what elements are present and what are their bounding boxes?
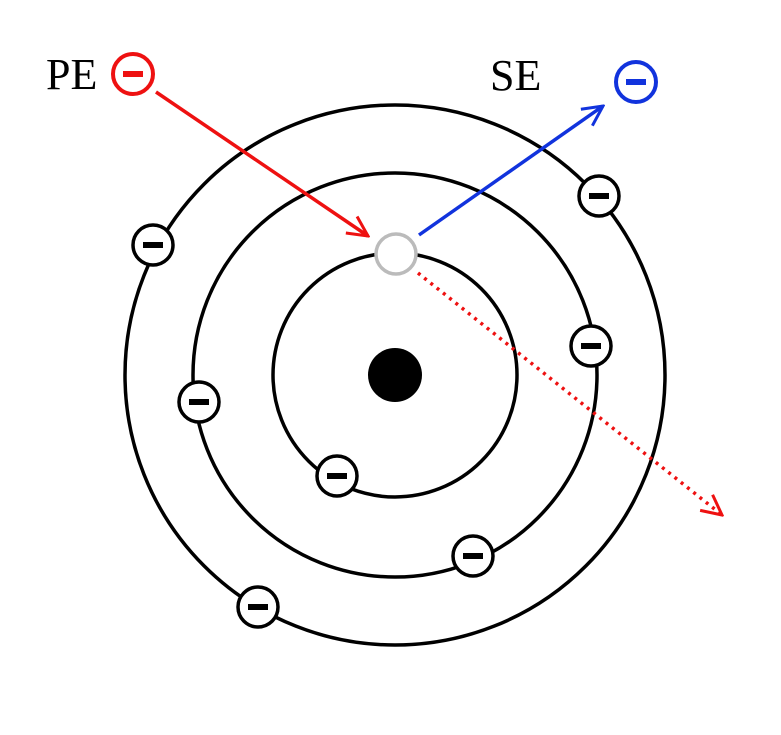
shell-outer bbox=[123, 103, 667, 647]
electron-icon bbox=[315, 454, 359, 498]
primary-electron-scattered-arrow bbox=[416, 271, 722, 515]
primary-electron-icon bbox=[111, 52, 155, 96]
secondary-electron-label: SE bbox=[490, 51, 541, 100]
electron-icon bbox=[131, 223, 175, 267]
primary-electron-label: PE bbox=[46, 50, 97, 99]
nucleus-icon bbox=[368, 348, 422, 402]
secondary-electron-icon bbox=[614, 60, 658, 104]
secondary-electron-emitted-arrow bbox=[417, 106, 603, 237]
electron-icon bbox=[236, 585, 280, 629]
electron-icon bbox=[577, 174, 621, 218]
electron-icon bbox=[451, 534, 495, 578]
electron-icon bbox=[177, 380, 221, 424]
vacancy-icon bbox=[374, 232, 418, 276]
electron-icon bbox=[569, 324, 613, 368]
shell-middle bbox=[191, 171, 599, 579]
primary-electron-incoming-arrow bbox=[155, 90, 368, 236]
